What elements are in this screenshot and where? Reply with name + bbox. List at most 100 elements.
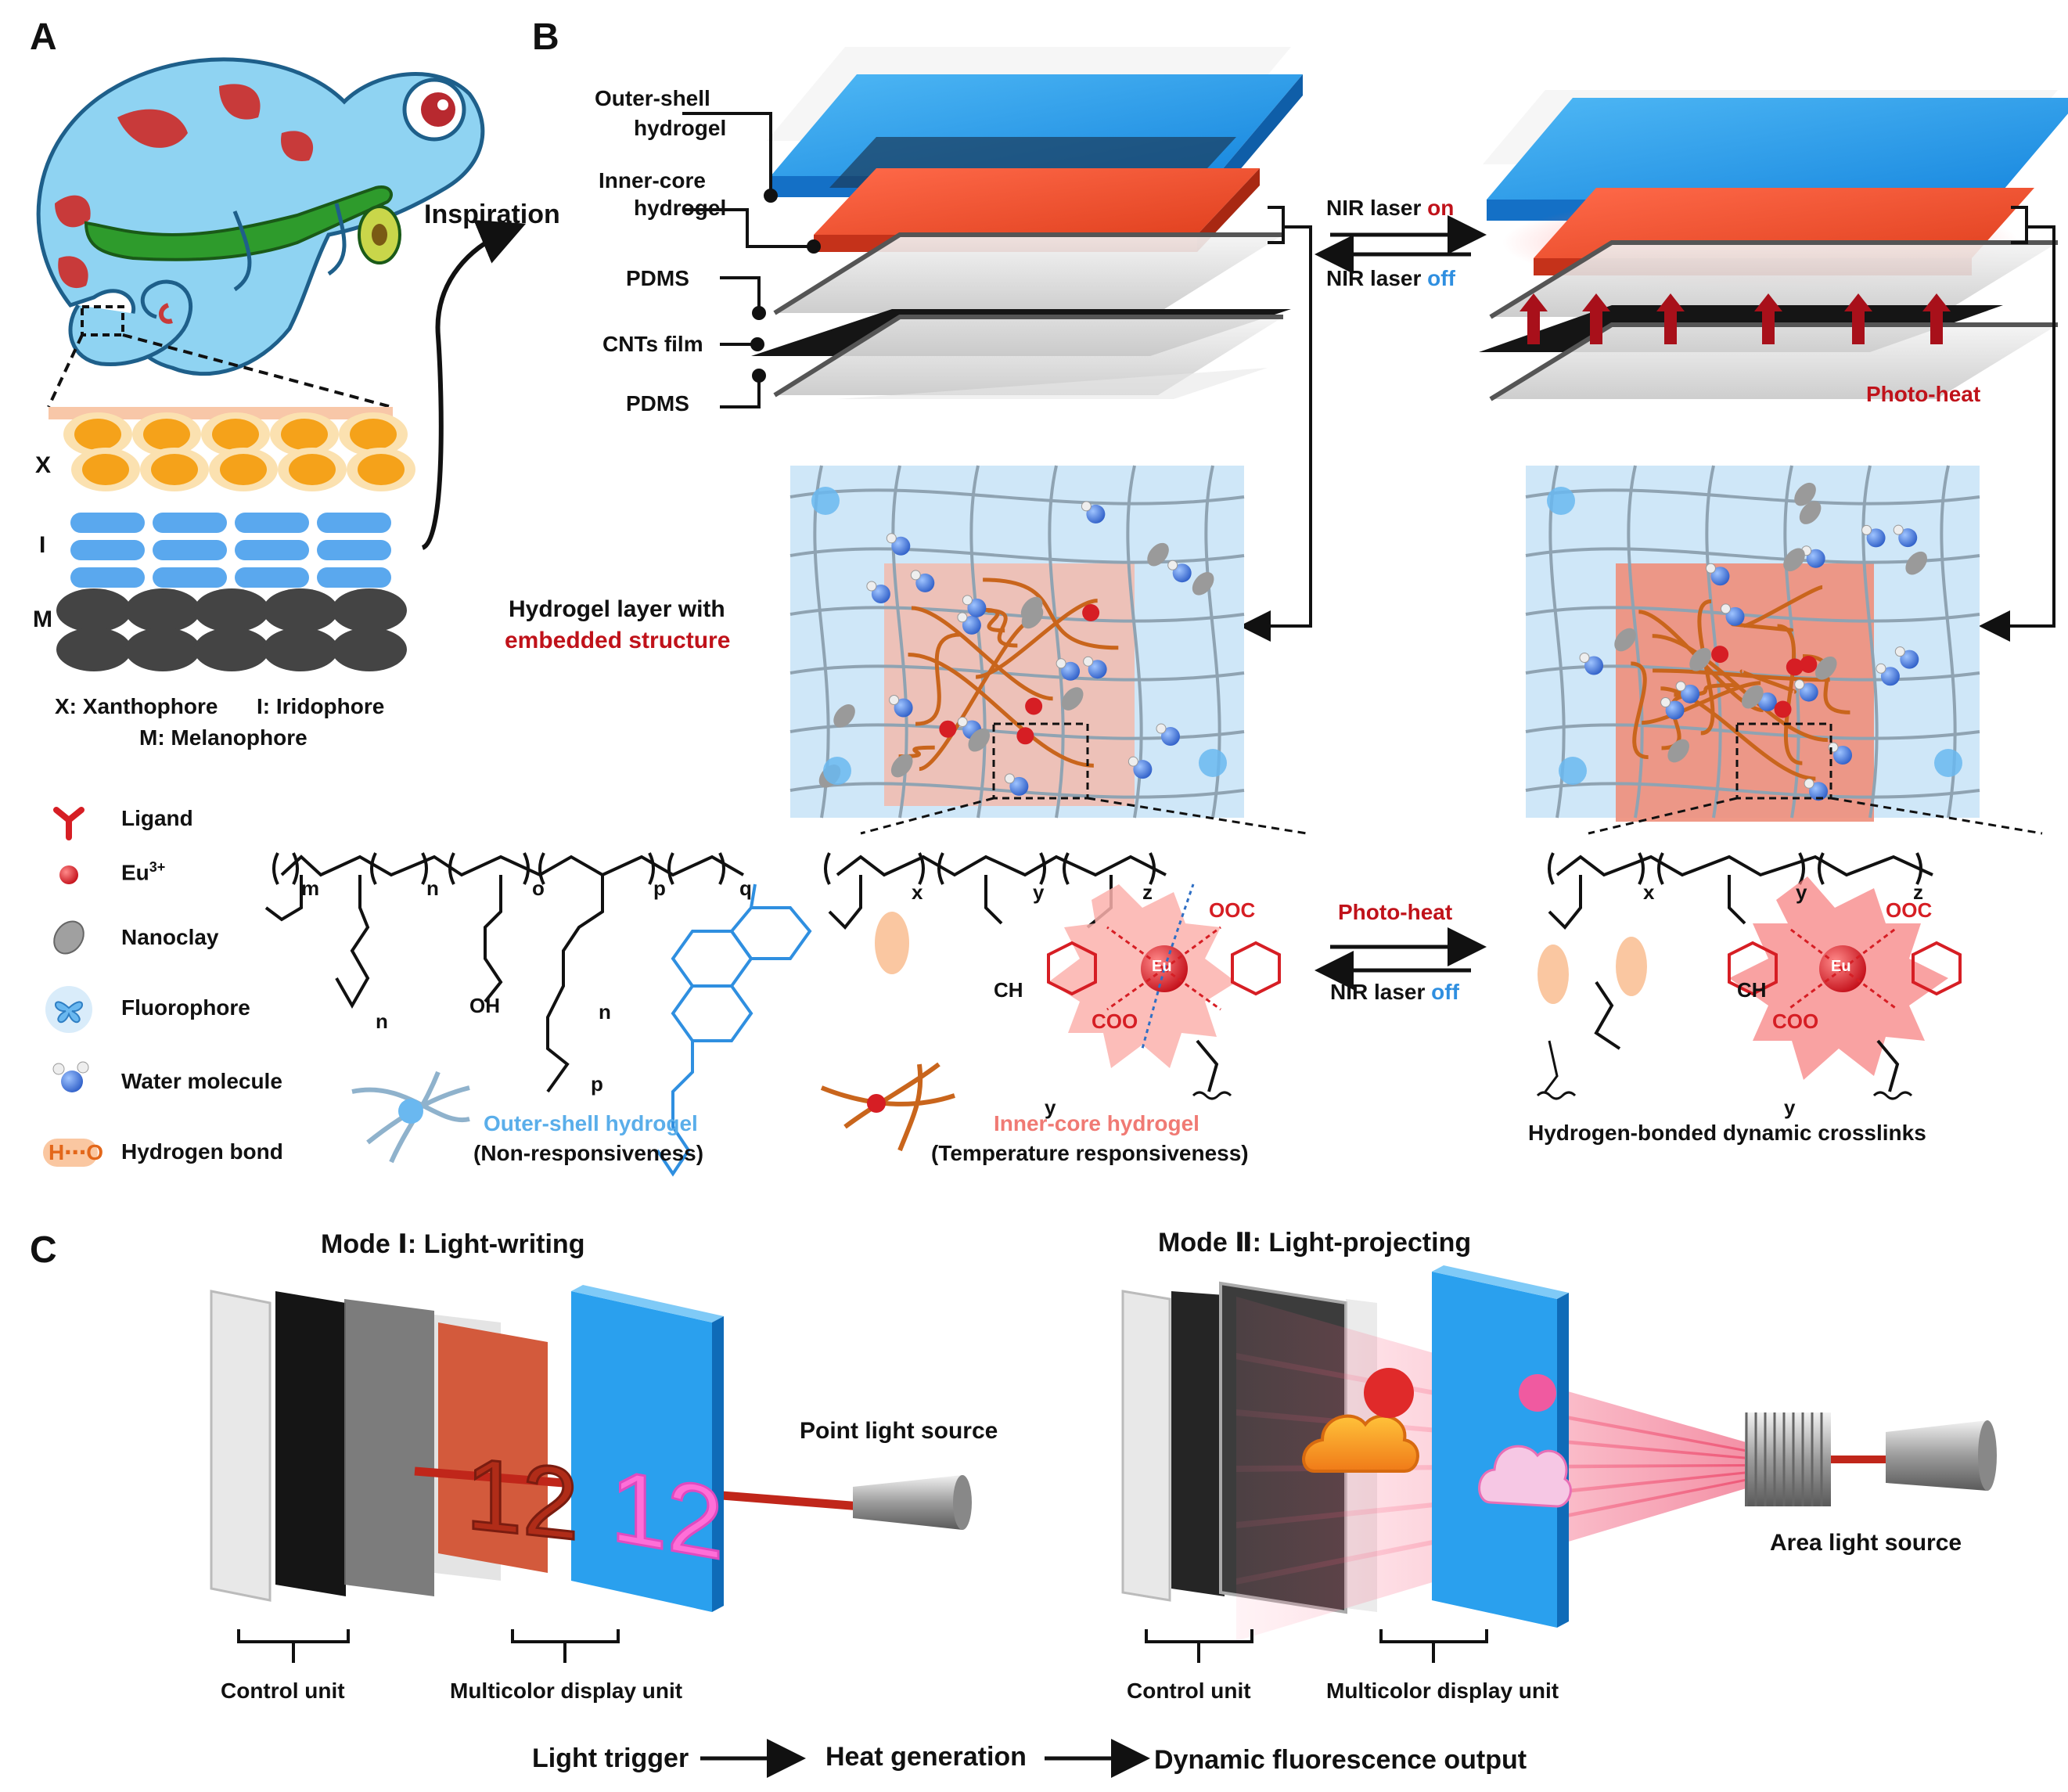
cnts-label: CNTs film — [602, 332, 703, 356]
ligand-icon — [53, 807, 85, 840]
hydrogel-layer-label-2: embedded structure — [505, 628, 731, 653]
water-molecule-icon — [52, 1061, 89, 1092]
sub-n3: n — [599, 1000, 611, 1024]
eu-complex-node — [1025, 697, 1043, 715]
sub-z-right: z — [1913, 880, 1923, 904]
legend-xanthophore: X: Xanthophore — [55, 694, 218, 718]
inspiration-arrow — [421, 220, 527, 550]
sub-z-left: z — [1142, 880, 1153, 904]
polymer-chain — [789, 488, 1245, 506]
water-molecule — [1833, 746, 1853, 765]
nanoclay-particle — [1783, 548, 1805, 572]
melanophore-cell — [56, 628, 131, 671]
xanthophore-cell — [350, 419, 397, 450]
melanophore-cell — [332, 588, 407, 632]
legend-water: Water molecule — [121, 1069, 282, 1093]
device-stack-on — [1479, 90, 2068, 401]
fluorophore-node — [1934, 749, 1962, 777]
nir-off-word: off — [1427, 266, 1455, 290]
water-molecule — [1009, 776, 1029, 796]
point-light-source — [853, 1475, 972, 1530]
inner-network-glyph — [820, 1062, 955, 1152]
orange-cloud — [1302, 1414, 1419, 1473]
water-molecule — [1086, 504, 1106, 524]
melanophore-cell — [263, 628, 338, 671]
panel-label-b: B — [532, 16, 559, 58]
xanthophore-cell — [82, 454, 129, 485]
nanoclay-icon — [53, 920, 85, 955]
fluorophore-icon — [45, 986, 92, 1033]
oh-label: OH — [469, 994, 500, 1017]
heat-arrow-head — [1656, 293, 1685, 311]
melanophore-cell — [125, 588, 200, 632]
water-hydrogen — [957, 612, 968, 623]
heat-arrow-shaft — [1930, 309, 1943, 344]
pdms-bottom-label: PDMS — [626, 391, 689, 416]
inner-polymer-chain — [919, 617, 1034, 772]
fluorophore-node — [1547, 487, 1575, 515]
heat-arrow-head — [1754, 293, 1782, 311]
eu-complex-left — [1047, 883, 1281, 1100]
water-molecule — [1866, 528, 1886, 548]
control-unit-label-1: Control unit — [221, 1679, 345, 1703]
sub-y2-left: y — [1045, 1096, 1056, 1119]
water-molecule — [1172, 563, 1192, 583]
heat-arrow-head — [1844, 293, 1872, 311]
display-unit-label-2: Multicolor display unit — [1326, 1679, 1559, 1703]
water-hydrogen — [1167, 560, 1178, 570]
water-hydrogen — [1893, 524, 1904, 535]
sub-n: n — [426, 876, 439, 900]
water-molecule — [1665, 700, 1685, 720]
polymer-chain — [789, 606, 1245, 623]
iridophore-plate — [153, 567, 227, 588]
digits-red: 12 — [466, 1436, 579, 1562]
water-hydrogen — [1705, 563, 1716, 574]
legend-icons — [43, 807, 98, 1167]
water-hydrogen — [1675, 681, 1686, 692]
control-unit-label-2: Control unit — [1127, 1679, 1251, 1703]
ch2-label-right: CH — [1737, 978, 1767, 1002]
xanthophore-cell — [289, 454, 336, 485]
inner-polymer-chain — [1777, 624, 1803, 765]
polymer-chain — [1861, 465, 1879, 819]
inner-polymer-chain — [1653, 668, 1830, 682]
inner-polymer-chain — [911, 606, 1053, 701]
nir-off-label: NIR laser off — [1326, 266, 1455, 291]
melanophore-cell — [125, 628, 200, 671]
point-source-label: Point light source — [800, 1418, 998, 1444]
pink-sun — [1519, 1374, 1556, 1412]
mode1-device — [210, 1285, 972, 1612]
water-hydrogen — [1081, 501, 1092, 512]
water-molecule — [1880, 667, 1900, 686]
water-molecule — [1757, 692, 1777, 711]
nir-on-label: NIR laser on — [1326, 196, 1454, 221]
inner-polymer-chain — [987, 608, 1018, 648]
nanoclay-particle — [833, 704, 855, 728]
sub-x-right: x — [1643, 880, 1655, 904]
flow-fluorescence-output: Dynamic fluorescence output — [1154, 1745, 1527, 1775]
outer-shell-label-1: Outer-shell — [595, 86, 710, 110]
water-molecule — [1809, 782, 1829, 801]
iridophore-plate — [235, 540, 309, 560]
eu-complex-node — [1774, 700, 1792, 718]
xanthophore-cell — [143, 419, 190, 450]
inner-core-label-2: hydrogel — [634, 196, 727, 220]
nanoclay-particle — [1667, 739, 1689, 763]
sub-y-left: y — [1033, 880, 1045, 904]
heat-arrow-shaft — [1664, 309, 1677, 344]
sub-p: p — [653, 876, 666, 900]
inner-polymer-chain — [1697, 599, 1715, 736]
display-unit-label-1: Multicolor display unit — [450, 1679, 683, 1703]
polymer-chain — [1525, 547, 1980, 564]
water-molecule — [1061, 661, 1081, 681]
layer-m-label: M — [33, 606, 52, 632]
legend-eu-text: Eu — [121, 860, 149, 885]
nanoclay-particle — [1061, 687, 1084, 711]
legend-ligand: Ligand — [121, 806, 193, 830]
inner-polymer-chain — [1660, 686, 1816, 781]
legend-hbond-icon-text: H⋯O — [49, 1140, 103, 1164]
layer-x-label: X — [35, 452, 52, 478]
nanoclay-particle — [1905, 551, 1927, 575]
iridophore-plate — [70, 513, 145, 533]
